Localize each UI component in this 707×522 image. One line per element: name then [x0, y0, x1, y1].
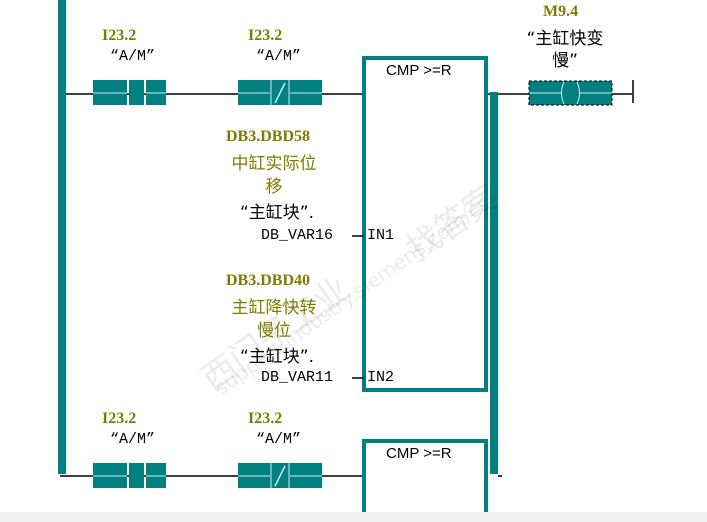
in2-address: DB3.DBD40: [226, 272, 311, 289]
in2-symbol-1: “主缸块”.: [240, 347, 315, 367]
rung1-cmp-title: CMP >=R: [386, 62, 452, 79]
rung1-contact1-symbol: “A/M”: [110, 48, 156, 65]
in2-comment-2: 慢位: [257, 321, 291, 341]
rung2-nc-contact[interactable]: [238, 463, 322, 488]
rung1-contact1-address: I23.2: [102, 27, 137, 44]
box-output-connector: [490, 92, 498, 474]
in1-address: DB3.DBD58: [226, 128, 311, 145]
rung1-coil[interactable]: [528, 80, 613, 106]
in1-symbol-2: DB_VAR16: [261, 227, 334, 244]
rung1-no-contact[interactable]: [93, 80, 166, 105]
rung1-contact2-symbol: “A/M”: [256, 48, 302, 65]
rung1-contact2-address: I23.2: [248, 27, 283, 44]
rung2-contact2-address: I23.2: [248, 410, 283, 427]
rung2-no-contact[interactable]: [93, 463, 166, 488]
bottom-bar: [0, 512, 707, 522]
rung1-coil-address: M9.4: [543, 3, 579, 20]
in2-comment-1: 主缸降快转: [231, 298, 317, 318]
in2-symbol-2: DB_VAR11: [261, 369, 334, 386]
in1-comment-1: 中缸实际位: [231, 154, 317, 174]
rung1-cmp-box[interactable]: [362, 56, 488, 392]
in1-symbol-1: “主缸块”.: [240, 203, 315, 223]
rung1-coil-symbol-2: 慢”: [552, 51, 578, 71]
rung1-coil-symbol-1: “主缸快变: [526, 29, 604, 49]
left-power-rail: [58, 0, 66, 474]
in1-pin[interactable]: IN1: [367, 227, 395, 244]
rung1-nc-contact[interactable]: [238, 80, 322, 105]
rung2-cmp-title: CMP >=R: [386, 445, 452, 462]
rung2-contact1-symbol: “A/M”: [110, 431, 156, 448]
rung2-contact1-address: I23.2: [102, 410, 137, 427]
in1-comment-2: 移: [265, 177, 283, 197]
in2-pin[interactable]: IN2: [367, 369, 395, 386]
rung2-contact2-symbol: “A/M”: [256, 431, 302, 448]
rung2-cmp-box[interactable]: [362, 439, 488, 522]
